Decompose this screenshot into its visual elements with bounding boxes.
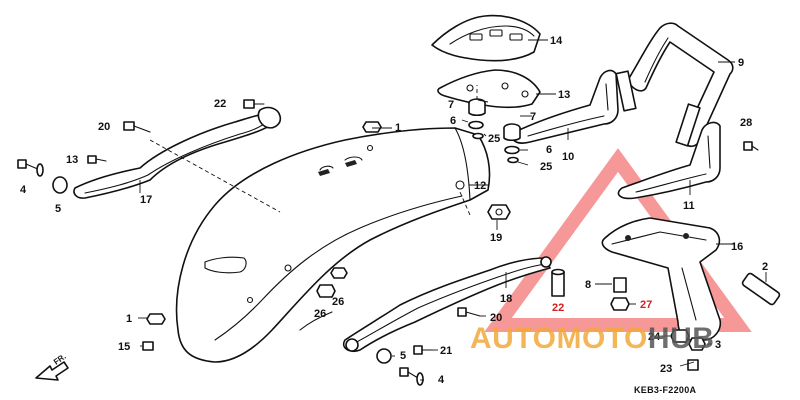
left-side-bar — [73, 106, 282, 199]
callout-25-right: 25 — [540, 161, 552, 173]
grommet-left — [468, 98, 486, 140]
callout-21: 21 — [440, 345, 452, 357]
callout-15: 15 — [118, 341, 130, 353]
callout-26-right: 26 — [332, 296, 344, 308]
callout-7-right: 7 — [530, 111, 536, 123]
grommet-right — [503, 123, 521, 164]
callout-10: 10 — [562, 151, 574, 163]
watermark: AUTOMOTOHUB — [470, 322, 714, 355]
callout-22-bottom: 22 — [552, 302, 564, 314]
callout-20-top: 20 — [98, 121, 110, 133]
svg-text:AUTOMOTOHUB: AUTOMOTOHUB — [470, 322, 714, 355]
alignment-line-left — [149, 139, 281, 213]
callout-18: 18 — [500, 293, 512, 305]
callout-4-bottom: 4 — [438, 374, 445, 386]
callout-9: 9 — [738, 57, 744, 69]
tail-light-bracket — [437, 69, 541, 109]
bolts-and-nuts — [17, 99, 759, 386]
callout-7-left: 7 — [448, 99, 454, 111]
diagram-code: KEB3-F2200A — [634, 385, 697, 395]
callout-6-left: 6 — [450, 115, 456, 127]
callout-20-bottom: 20 — [490, 312, 502, 324]
callout-27: 27 — [640, 299, 652, 311]
grab-rail — [615, 22, 734, 148]
license-plate-bracket — [601, 217, 722, 341]
callout-1-bottom: 1 — [126, 313, 132, 325]
callout-16: 16 — [731, 241, 743, 253]
callout-5-bottom: 5 — [400, 350, 406, 362]
callout-22-top: 22 — [214, 98, 226, 110]
callout-14: 14 — [550, 35, 563, 47]
callout-6-right: 6 — [546, 144, 552, 156]
reflector — [741, 272, 781, 306]
callout-24: 24 — [648, 331, 661, 343]
callout-13-right: 13 — [558, 89, 570, 101]
callout-3: 3 — [715, 339, 721, 351]
watermark-suffix: HUB — [648, 322, 715, 355]
left-rail-bracket — [511, 69, 619, 144]
callout-5-left: 5 — [55, 203, 61, 215]
callout-26-left: 26 — [314, 308, 326, 320]
callout-12: 12 — [474, 180, 486, 192]
callout-4-left: 4 — [20, 184, 27, 196]
callout-13-left: 13 — [66, 154, 78, 166]
front-direction-arrow: FR. — [35, 352, 69, 381]
right-lower-frame-bar — [342, 256, 552, 353]
callout-8: 8 — [585, 279, 591, 291]
leader-lines — [138, 39, 767, 381]
tail-light-housing — [431, 14, 541, 62]
callout-28: 28 — [740, 117, 752, 129]
watermark-prefix: AUTOMOTO — [470, 322, 648, 355]
callout-1-top: 1 — [395, 122, 401, 134]
callout-17: 17 — [140, 194, 152, 206]
rear-fender — [175, 127, 491, 363]
callout-19: 19 — [490, 232, 502, 244]
callout-2: 2 — [762, 261, 768, 273]
callout-11: 11 — [683, 200, 695, 212]
right-rail-bracket — [617, 121, 721, 200]
callout-25-left: 25 — [488, 133, 500, 145]
callout-23: 23 — [660, 363, 672, 375]
